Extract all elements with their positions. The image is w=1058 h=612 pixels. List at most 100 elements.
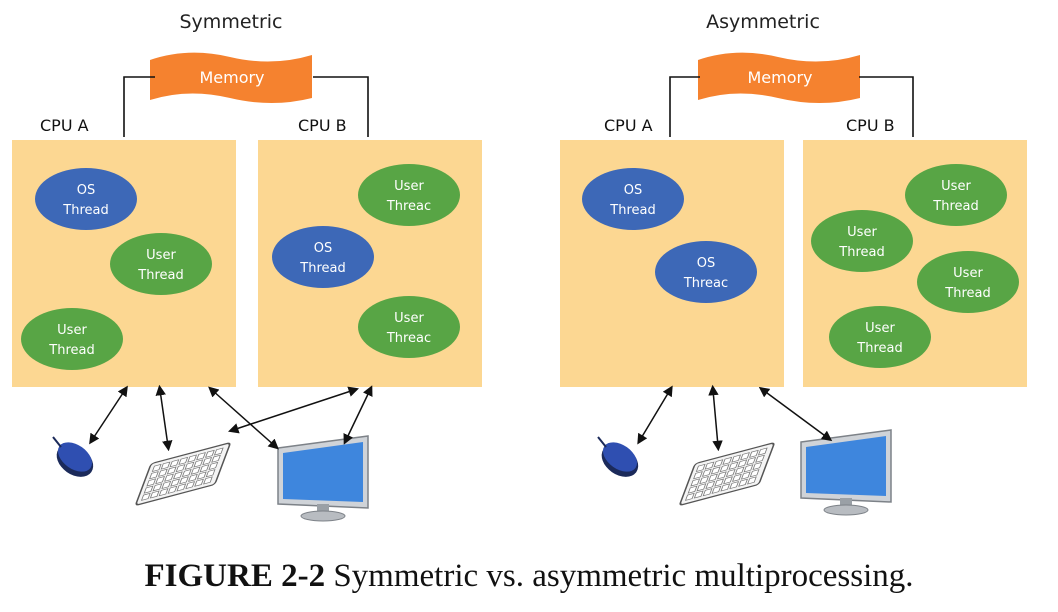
thread-label-line2: Threac [386, 331, 431, 346]
thread-ellipse [811, 210, 913, 272]
keyboard-key [757, 447, 768, 456]
keyboard-key [728, 461, 739, 470]
keyboard-key [178, 456, 189, 465]
keyboard-key [167, 485, 178, 494]
keyboard-key [708, 473, 718, 482]
keyboard-key [704, 461, 715, 470]
keyboard-key [714, 478, 725, 487]
figure-caption: FIGURE 2-2 Symmetric vs. asymmetric mult… [0, 558, 1058, 595]
monitor-icon [800, 429, 892, 516]
panel-title: Asymmetric [706, 11, 820, 33]
keyboard-key [684, 492, 695, 501]
panel-title: Symmetric [180, 11, 283, 33]
keyboard-key [160, 461, 171, 470]
thread-ellipse [110, 233, 212, 295]
thread-label-line2: Thread [48, 343, 94, 358]
keyboard-key [208, 461, 219, 470]
keyboard-key [149, 490, 160, 499]
thread-label-line1: OS [314, 241, 332, 256]
memory-shape [698, 52, 860, 103]
io-arrow [228, 386, 359, 434]
cpu-label: CPU B [846, 116, 895, 135]
memory-label: Memory [747, 68, 812, 87]
mouse-top [57, 442, 93, 472]
io-devices [52, 435, 369, 522]
keyboard-key [687, 485, 698, 494]
monitor-stand [300, 510, 346, 522]
keyboard-key [187, 454, 198, 463]
keyboard-key [175, 464, 186, 473]
keyboard-key [719, 464, 730, 473]
io-arrow [637, 385, 673, 445]
io-arrow [208, 386, 279, 450]
io-devices [597, 429, 892, 516]
thread-label-line1: OS [697, 256, 715, 271]
monitor-neck [317, 504, 329, 514]
keyboard-key [696, 483, 707, 492]
io-arrow [155, 384, 173, 452]
memory-bus-line [313, 76, 369, 137]
keyboard-key [729, 481, 740, 490]
thread-label-line1: User [146, 248, 176, 263]
keyboard-shape [679, 442, 775, 506]
thread-ellipse [358, 164, 460, 226]
keyboard-key [702, 488, 713, 497]
thread-label-line2: Thread [62, 203, 108, 218]
monitor-screen [283, 442, 363, 502]
keyboard-key [157, 468, 168, 477]
figure-caption-text: Symmetric vs. asymmetric multiprocessing… [333, 558, 914, 594]
memory-label: Memory [199, 68, 264, 87]
keyboard-key [170, 478, 181, 487]
memory-bus-line [859, 76, 914, 137]
keyboard-key [755, 454, 765, 463]
figure-label: FIGURE 2-2 [144, 558, 326, 594]
keyboard-key [176, 483, 187, 492]
keyboard-key [205, 469, 216, 478]
thread-label-line1: User [394, 311, 424, 326]
keyboard-icon [679, 442, 775, 506]
thread-label-line1: OS [624, 183, 642, 198]
keyboard-key [152, 483, 163, 492]
keyboard-key [155, 476, 165, 485]
keyboard-key [716, 471, 727, 480]
cpu-label: CPU A [40, 116, 89, 135]
mouse-cable [597, 436, 607, 448]
keyboard-key [695, 463, 706, 472]
thread-label-line1: User [865, 321, 895, 336]
keyboard-key [740, 471, 751, 480]
mouse-cable [52, 436, 62, 448]
keyboard-key [732, 473, 742, 482]
keyboard-key [720, 483, 731, 492]
keyboard-key [196, 452, 206, 461]
keyboard-key [161, 480, 172, 489]
keyboard-key [690, 478, 701, 487]
keyboard-key [164, 473, 174, 482]
memory-block: Memory [150, 52, 312, 103]
keyboard-key [743, 464, 754, 473]
mouse-icon [52, 436, 94, 477]
keyboard-key [172, 471, 183, 480]
keyboard-key [169, 459, 180, 468]
keyboard-key [693, 490, 704, 499]
thread-ellipse [272, 226, 374, 288]
thread-label-line2: Threac [386, 199, 431, 214]
keyboard-key [723, 476, 733, 485]
keyboard-key [752, 461, 763, 470]
keyboard-key [199, 464, 210, 473]
keyboard-key [747, 476, 757, 485]
keyboard-key [202, 457, 213, 466]
keyboard-key [146, 478, 157, 487]
keyboard-key [140, 492, 151, 501]
